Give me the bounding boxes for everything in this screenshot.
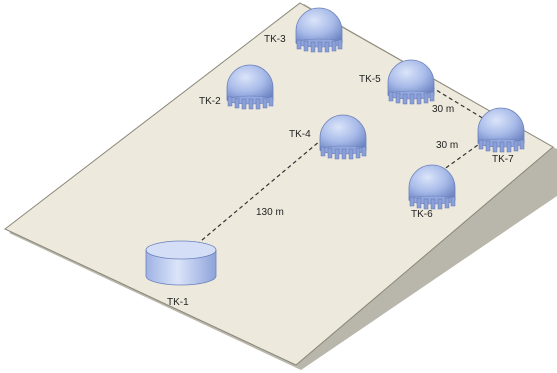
tank-label: TK-3 bbox=[264, 34, 286, 45]
tank-label: TK-7 bbox=[492, 154, 514, 165]
tank-tk7 bbox=[477, 107, 525, 153]
distance-arrow-tk4-tk1 bbox=[181, 117, 348, 257]
site-plate bbox=[4, 2, 557, 370]
distance-label: 130 m bbox=[256, 207, 284, 218]
tank-tk4 bbox=[319, 114, 367, 160]
tank-tk2 bbox=[226, 64, 274, 110]
tank-label: TK-2 bbox=[199, 96, 221, 107]
tank-tk6 bbox=[408, 164, 456, 210]
tank-label: TK-1 bbox=[167, 297, 189, 308]
tank-label: TK-6 bbox=[411, 209, 433, 220]
tank-tk1 bbox=[145, 240, 217, 286]
tank-tk3 bbox=[295, 7, 343, 53]
distance-label: 30 m bbox=[432, 104, 454, 115]
distance-label: 30 m bbox=[436, 140, 458, 151]
distance-arrow-tk7-tk6 bbox=[427, 136, 490, 181]
tank-label: TK-4 bbox=[289, 129, 311, 140]
tank-label: TK-5 bbox=[359, 74, 381, 85]
tank-tk5 bbox=[387, 59, 435, 105]
